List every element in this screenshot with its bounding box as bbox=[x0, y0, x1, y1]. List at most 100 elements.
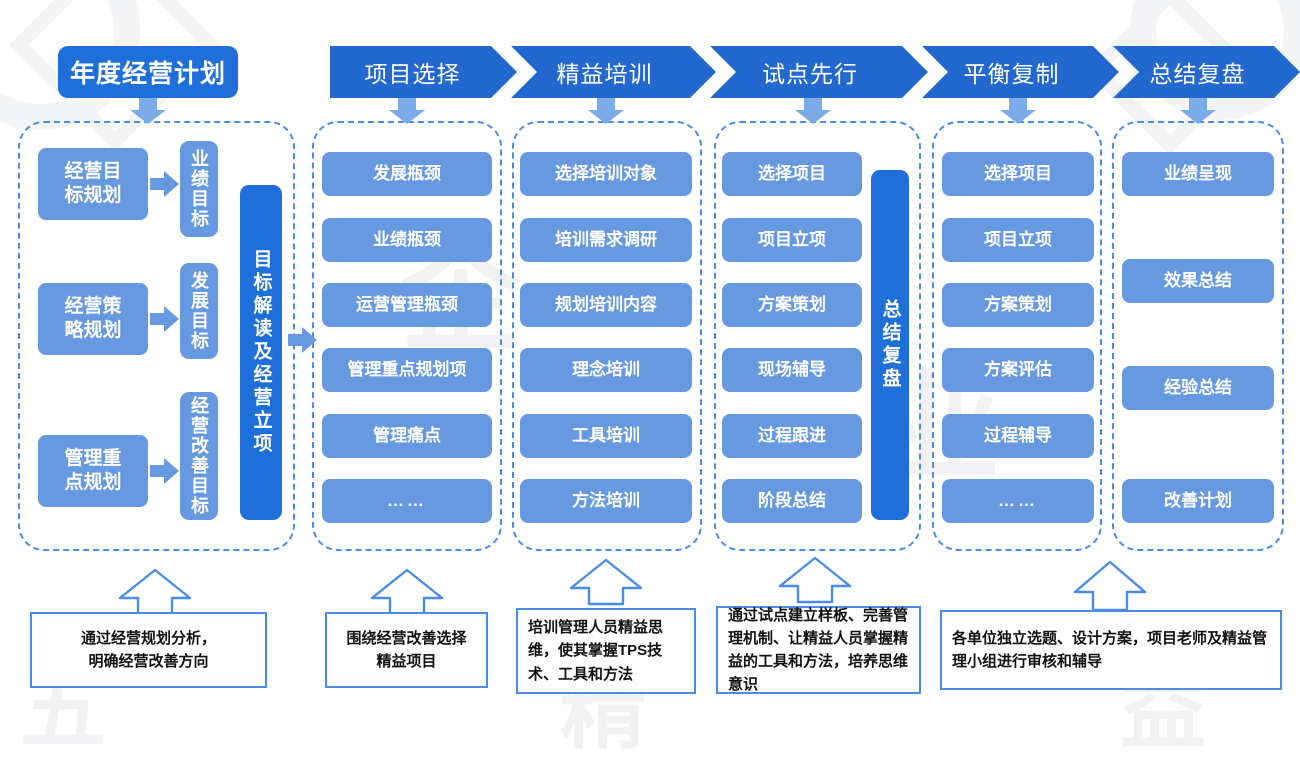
review-item-2-label: 经验总结 bbox=[1164, 378, 1232, 398]
caption-box-3-text: 通过试点建立样板、完善管理机制、让精益人员掌握精益的工具和方法，培养思维意识 bbox=[728, 606, 909, 694]
caption-box-2-text: 培训管理人员精益思维，使其掌握TPS技术、工具和方法 bbox=[528, 619, 664, 683]
caption-box-4-text: 各单位独立选题、设计方案，项目老师及精益管理小组进行审核和辅导 bbox=[952, 629, 1268, 670]
review-item-0[interactable]: 业绩呈现 bbox=[1122, 152, 1274, 196]
review-item-3[interactable]: 改善计划 bbox=[1122, 479, 1274, 523]
planning-target-0[interactable]: 业绩目标 bbox=[180, 141, 218, 237]
planning-target-1-label: 发展目标 bbox=[189, 271, 209, 351]
select-item-0[interactable]: 发展瓶颈 bbox=[322, 152, 492, 196]
planning-target-1[interactable]: 发展目标 bbox=[180, 263, 218, 359]
train-item-0-label: 选择培训对象 bbox=[555, 164, 657, 184]
pilot-item-5-label: 阶段总结 bbox=[758, 491, 826, 511]
planning-target-0-label: 业绩目标 bbox=[189, 149, 209, 229]
down-arrow-icon-1 bbox=[389, 98, 425, 125]
review-item-0-label: 业绩呈现 bbox=[1164, 164, 1232, 184]
replicate-item-5-label: …… bbox=[998, 491, 1038, 511]
pilot-item-3[interactable]: 现场辅导 bbox=[722, 348, 862, 392]
pilot-item-0[interactable]: 选择项目 bbox=[722, 152, 862, 196]
replicate-item-4-label: 过程辅导 bbox=[984, 426, 1052, 446]
pilot-item-2-label: 方案策划 bbox=[758, 295, 826, 315]
plan-title-label: 年度经营计划 bbox=[69, 60, 226, 88]
pilot-side-bar[interactable]: 总结复盘 bbox=[871, 170, 909, 520]
pilot-item-4-label: 过程跟进 bbox=[758, 426, 826, 446]
replicate-item-5[interactable]: …… bbox=[942, 479, 1094, 523]
train-item-2-label: 规划培训内容 bbox=[555, 295, 657, 315]
pilot-item-0-label: 选择项目 bbox=[758, 164, 826, 184]
planning-source-0-label: 经营目 标规划 bbox=[64, 161, 122, 206]
caption-box-1-text: 围绕经营改善选择 精益项目 bbox=[346, 629, 467, 670]
caption-box-1: 围绕经营改善选择 精益项目 bbox=[325, 612, 488, 688]
planning-source-2[interactable]: 管理重 点规划 bbox=[38, 435, 148, 507]
phase-chevron-2[interactable]: 精益培训 bbox=[511, 46, 716, 98]
phase-chevron-4[interactable]: 平衡复制 bbox=[922, 46, 1119, 98]
planning-source-0[interactable]: 经营目 标规划 bbox=[38, 148, 148, 220]
review-item-2[interactable]: 经验总结 bbox=[1122, 366, 1274, 410]
caption-box-2: 培训管理人员精益思维，使其掌握TPS技术、工具和方法 bbox=[516, 608, 696, 694]
planning-source-1-label: 经营策 略规划 bbox=[64, 296, 122, 341]
train-item-3[interactable]: 理念培训 bbox=[520, 348, 692, 392]
caption-box-3: 通过试点建立样板、完善管理机制、让精益人员掌握精益的工具和方法，培养思维意识 bbox=[716, 606, 921, 694]
select-item-5[interactable]: …… bbox=[322, 479, 492, 523]
planning-target-2[interactable]: 经营改善目标 bbox=[180, 392, 218, 520]
plan-title-box: 年度经营计划 bbox=[58, 46, 238, 98]
up-arrow-icon-1 bbox=[370, 568, 444, 616]
select-item-1[interactable]: 业绩瓶颈 bbox=[322, 218, 492, 262]
right-arrow-icon-1 bbox=[150, 306, 180, 332]
right-arrow-icon-2 bbox=[150, 458, 180, 484]
review-item-1[interactable]: 效果总结 bbox=[1122, 259, 1274, 303]
train-item-2[interactable]: 规划培训内容 bbox=[520, 283, 692, 327]
select-item-2[interactable]: 运营管理瓶颈 bbox=[322, 283, 492, 327]
replicate-item-1[interactable]: 项目立项 bbox=[942, 218, 1094, 262]
pilot-item-3-label: 现场辅导 bbox=[758, 360, 826, 380]
phase-chevron-4-label: 平衡复制 bbox=[963, 61, 1060, 87]
phase-chevron-3[interactable]: 试点先行 bbox=[710, 46, 928, 98]
up-arrow-icon-0 bbox=[118, 568, 192, 616]
select-item-5-label: …… bbox=[387, 491, 427, 511]
replicate-item-2[interactable]: 方案策划 bbox=[942, 283, 1094, 327]
pilot-item-4[interactable]: 过程跟进 bbox=[722, 414, 862, 458]
phase-chevron-5-label: 总结复盘 bbox=[1149, 61, 1246, 87]
pilot-item-5[interactable]: 阶段总结 bbox=[722, 479, 862, 523]
planning-target-2-label: 经营改善目标 bbox=[189, 396, 209, 516]
caption-box-0-text: 通过经营规划分析， 明确经营改善方向 bbox=[80, 629, 216, 670]
pilot-item-1[interactable]: 项目立项 bbox=[722, 218, 862, 262]
train-item-0[interactable]: 选择培训对象 bbox=[520, 152, 692, 196]
down-arrow-icon-0 bbox=[130, 98, 166, 125]
caption-box-0: 通过经营规划分析， 明确经营改善方向 bbox=[30, 612, 267, 688]
up-arrow-icon-2 bbox=[569, 558, 643, 606]
train-item-5[interactable]: 方法培训 bbox=[520, 479, 692, 523]
select-item-4[interactable]: 管理痛点 bbox=[322, 414, 492, 458]
train-item-4[interactable]: 工具培训 bbox=[520, 414, 692, 458]
up-arrow-icon-3 bbox=[778, 556, 852, 604]
train-item-1[interactable]: 培训需求调研 bbox=[520, 218, 692, 262]
phase-chevron-5[interactable]: 总结复盘 bbox=[1113, 46, 1300, 98]
phase-chevron-2-label: 精益培训 bbox=[556, 61, 653, 87]
replicate-item-0[interactable]: 选择项目 bbox=[942, 152, 1094, 196]
select-item-2-label: 运营管理瓶颈 bbox=[356, 295, 458, 315]
pilot-side-bar-label: 总结复盘 bbox=[879, 299, 901, 391]
down-arrow-icon-5 bbox=[1180, 98, 1216, 125]
down-arrow-icon-3 bbox=[795, 98, 831, 125]
up-arrow-icon-4 bbox=[1073, 560, 1147, 612]
select-item-3[interactable]: 管理重点规划项 bbox=[322, 348, 492, 392]
train-item-1-label: 培训需求调研 bbox=[555, 230, 657, 250]
select-item-0-label: 发展瓶颈 bbox=[373, 164, 441, 184]
train-item-3-label: 理念培训 bbox=[572, 360, 640, 380]
down-arrow-icon-4 bbox=[1000, 98, 1036, 125]
planning-source-1[interactable]: 经营策 略规划 bbox=[38, 283, 148, 355]
select-item-4-label: 管理痛点 bbox=[373, 426, 441, 446]
pilot-item-1-label: 项目立项 bbox=[758, 230, 826, 250]
replicate-item-4[interactable]: 过程辅导 bbox=[942, 414, 1094, 458]
right-arrow-icon-0 bbox=[150, 171, 180, 197]
review-item-1-label: 效果总结 bbox=[1164, 271, 1232, 291]
pilot-item-2[interactable]: 方案策划 bbox=[722, 283, 862, 327]
phase-chevron-1-label: 项目选择 bbox=[364, 61, 461, 87]
right-arrow-icon-col1-out bbox=[288, 327, 318, 353]
planning-side-bar[interactable]: 目标解读及经营立项 bbox=[240, 185, 282, 520]
select-item-1-label: 业绩瓶颈 bbox=[373, 230, 441, 250]
replicate-item-2-label: 方案策划 bbox=[984, 295, 1052, 315]
review-item-3-label: 改善计划 bbox=[1164, 491, 1232, 511]
phase-chevron-1[interactable]: 项目选择 bbox=[330, 46, 517, 98]
select-item-3-label: 管理重点规划项 bbox=[347, 360, 467, 380]
replicate-item-3[interactable]: 方案评估 bbox=[942, 348, 1094, 392]
